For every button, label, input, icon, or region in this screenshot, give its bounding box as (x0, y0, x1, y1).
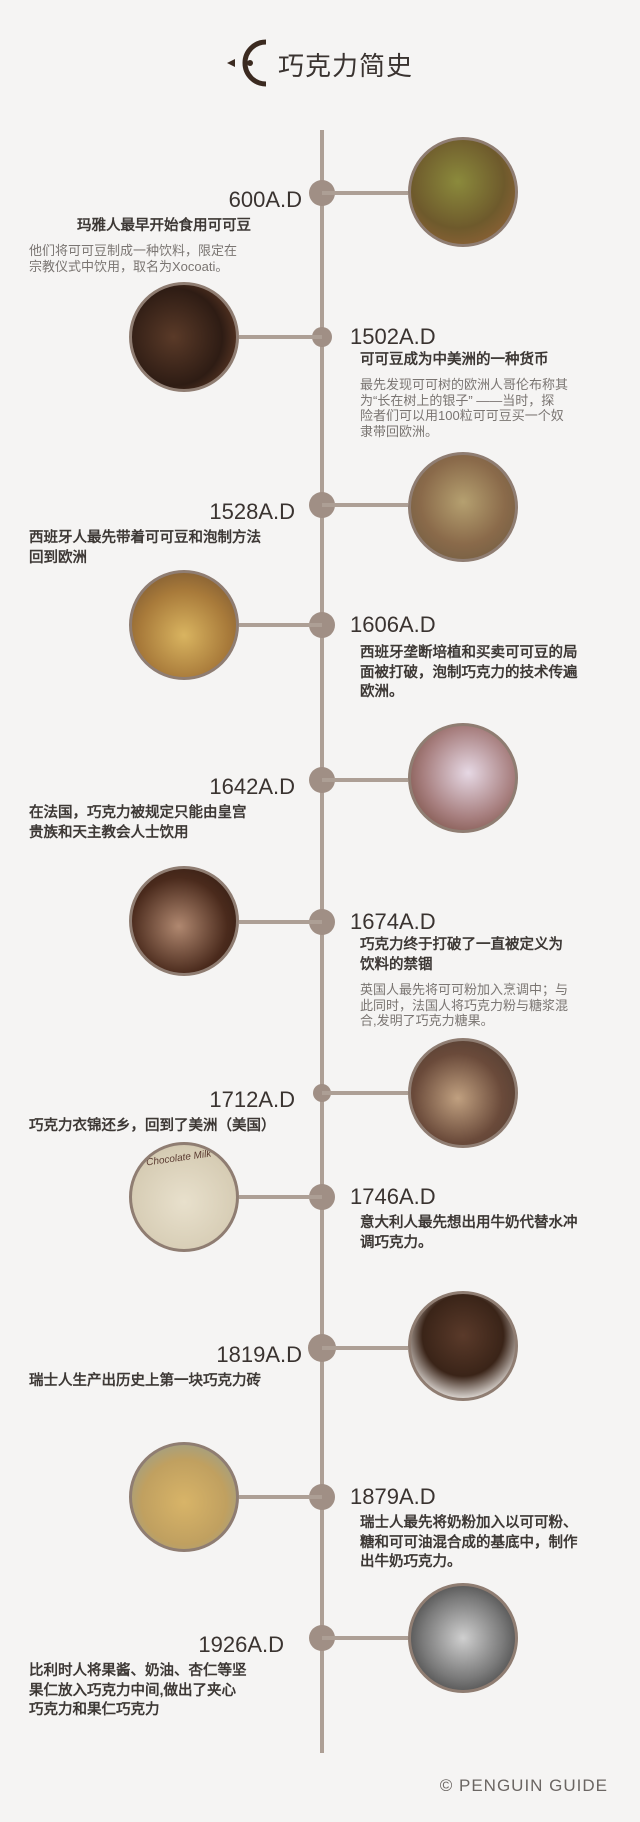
timeline-connector (322, 191, 408, 195)
event-year: 1926A.D (198, 1632, 284, 1657)
timeline-connector (239, 920, 322, 924)
page-title: 巧克力简史 (278, 51, 414, 81)
timeline-connector (322, 503, 408, 507)
event-title-line: 瑞士人最先将奶粉加入以可可粉、 (360, 1515, 578, 1531)
event-photo-chocolate-milk-cartoon: Chocolate Milk (129, 1142, 239, 1252)
event-description-line: 隶带回欧洲。 (360, 424, 439, 440)
event-title-line: 瑞士人生产出历史上第一块巧克力砖 (29, 1373, 261, 1389)
event-description-line: 最先发现可可树的欧洲人哥伦布称其 (360, 377, 569, 392)
event-year: 1606A.D (350, 612, 436, 637)
timeline-connector (239, 623, 322, 627)
event-title-line: 意大利人最先想出用牛奶代替水冲 (360, 1215, 578, 1231)
timeline-connector (239, 335, 322, 339)
event-title-line: 西班牙人最先带着可可豆和泡制方法 (29, 530, 261, 546)
copyright-footer: © PENGUIN GUIDE (439, 1776, 608, 1795)
event-year: 1502A.D (350, 324, 436, 349)
event-title-line: 比利时人将果酱、奶油、杏仁等坚 (29, 1663, 247, 1679)
timeline-connector (322, 1346, 408, 1350)
chocolate-c-bird-icon (227, 39, 267, 87)
event-title-line: 贵族和天主教会人士饮用 (29, 824, 189, 841)
event-description-line: 险者们可以用100粒可可豆买一个奴 (360, 408, 564, 424)
event-title-line: 可可豆成为中美洲的一种货币 (360, 352, 549, 368)
timeline-connector (239, 1495, 322, 1499)
event-title-line: 回到欧洲 (29, 549, 87, 566)
event-description-line: 宗教仪式中饮用，取名为Xocoati。 (29, 258, 229, 274)
timeline-dot (312, 327, 332, 347)
event-year: 600A.D (228, 187, 302, 212)
event-title-line: 巧克力和果仁巧克力 (29, 1702, 160, 1718)
event-title-line: 调巧克力。 (360, 1234, 433, 1251)
event-title-line: 西班牙垄断培植和买卖可可豆的局 (360, 645, 578, 661)
event-photo-chocolate-bar-pieces (408, 1291, 518, 1401)
event-description-line: 英国人最先将可可粉加入烹调中；与 (360, 982, 569, 997)
event-year: 1528A.D (209, 499, 295, 524)
event-title-line: 出牛奶巧克力。 (360, 1554, 462, 1570)
event-title-line: 欧洲。 (360, 684, 404, 700)
event-photo-swiss-factory-illustration (129, 1442, 239, 1552)
timeline-connector (322, 778, 408, 782)
event-title-line: 糖和可可油混合成的基底中，制作 (360, 1534, 578, 1551)
timeline-line (320, 130, 324, 1753)
event-photo-spanish-explorers-painting (408, 452, 518, 562)
event-photo-cacao-beans-in-pod (129, 282, 239, 392)
event-photo-mayan-cacao-tree-illustration (408, 137, 518, 247)
event-title-line: 饮料的禁锢 (360, 957, 433, 973)
event-title-line: 面被打破，泡制巧克力的技术传遍 (360, 664, 578, 681)
event-title-line: 玛雅人最早开始食用可可豆 (77, 218, 251, 234)
event-title-line: 在法国，巧克力被规定只能由皇宫 (29, 805, 247, 821)
event-description-line: 为“长在树上的银子” ——当时，探 (360, 392, 555, 408)
event-title-line: 果仁放入巧克力中间,做出了夹心 (29, 1682, 237, 1699)
timeline-connector (322, 1091, 408, 1095)
timeline-connector (239, 1195, 322, 1199)
event-photo-chocolate-maker-workshop (408, 1038, 518, 1148)
event-photo-french-lady-with-chocolate-painting (408, 723, 518, 833)
photo-caption: Chocolate Milk (145, 1148, 213, 1169)
event-description-line: 合,发明了巧克力糖果。 (360, 1013, 494, 1029)
event-title-line: 巧克力终于打破了一直被定义为 (360, 937, 563, 953)
timeline-connector (322, 1636, 408, 1640)
event-description-line: 此同时，法国人将巧克力粉与糖浆混 (360, 997, 569, 1013)
event-year: 1879A.D (350, 1484, 436, 1509)
event-year: 1746A.D (350, 1184, 436, 1209)
event-photo-hot-chocolate-cup (129, 866, 239, 976)
event-year: 1819A.D (216, 1342, 302, 1367)
event-year: 1712A.D (209, 1087, 295, 1112)
event-title-line: 巧克力衣锦还乡，回到了美洲（美国） (29, 1118, 276, 1134)
event-photo-european-chocolate-house-painting (129, 570, 239, 680)
event-year: 1642A.D (209, 774, 295, 799)
event-year: 1674A.D (350, 909, 436, 934)
event-photo-chocolatiers-bw-photo (408, 1583, 518, 1693)
event-description-line: 他们将可可豆制成一种饮料，限定在 (29, 243, 238, 258)
